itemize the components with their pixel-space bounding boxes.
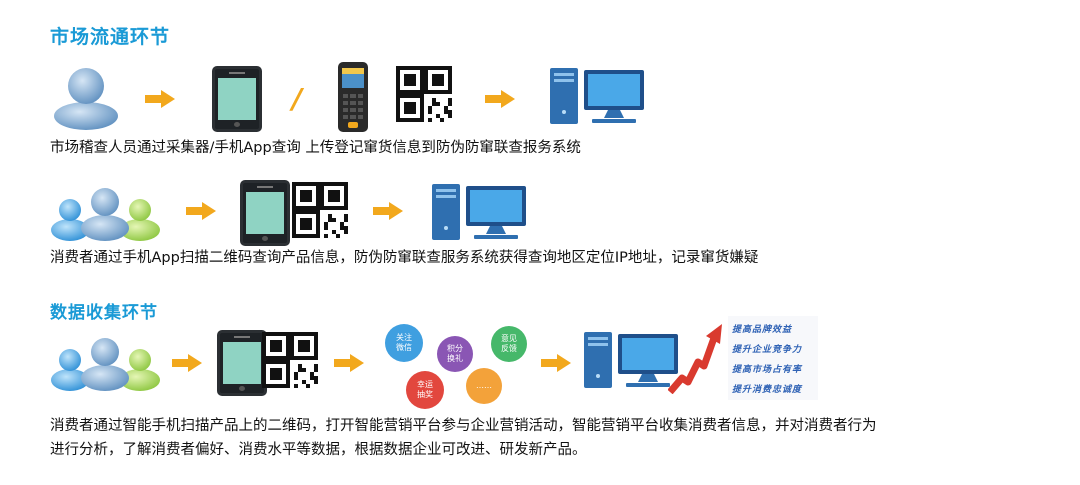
- arrow-right-icon: [541, 354, 571, 376]
- growth-labels-panel: 提高品牌效益 提升企业竞争力 提高市场占有率 提升消费忠诚度: [728, 316, 818, 400]
- arrow-right-icon: [334, 354, 364, 376]
- arrow-right-icon: [145, 90, 175, 112]
- row1-caption: 市场稽查人员通过采集器/手机App查询 上传登记窜货信息到防伪防窜联查报务系统: [50, 140, 581, 156]
- handheld-scanner-icon: [336, 62, 370, 132]
- qr-code-icon: [262, 332, 320, 396]
- arrow-right-icon: [373, 202, 403, 224]
- computer-icon: [430, 180, 535, 250]
- qr-code-icon: [292, 182, 350, 246]
- growth-label-1: 提高品牌效益: [732, 325, 793, 335]
- people-group-icon: [50, 330, 162, 392]
- row2-caption: 消费者通过手机App扫描二维码查询产品信息，防伪防窜联查服务系统获得查询地区定位…: [50, 250, 759, 266]
- arrow-right-icon: [485, 90, 515, 112]
- data-section-title: 数据收集环节: [50, 303, 158, 323]
- arrow-right-icon: [186, 202, 216, 224]
- market-section-title: 市场流通环节: [50, 26, 171, 48]
- tablet-icon: [217, 330, 267, 396]
- bubble-lucky-draw: 幸运 抽奖: [406, 371, 444, 409]
- growth-label-2: 提升企业竞争力: [732, 345, 803, 355]
- bubble-follow-wechat: 关注 微信: [385, 324, 423, 362]
- tablet-icon: [212, 66, 262, 132]
- tablet-icon: [240, 180, 290, 246]
- computer-icon: [548, 64, 653, 134]
- growth-label-3: 提高市场占有率: [732, 365, 803, 375]
- computer-icon: [582, 328, 687, 398]
- separator-slash: /: [292, 82, 303, 115]
- people-group-icon: [50, 180, 162, 242]
- row3-caption-line1: 消费者通过智能手机扫描产品上的二维码，打开智能营销平台参与企业营销活动，智能营销…: [50, 418, 877, 434]
- row3-caption-line2: 进行分析，了解消费者偏好、消费水平等数据，根据数据企业可改进、研发新产品。: [50, 442, 587, 458]
- bubble-more: ……: [466, 368, 502, 404]
- bubble-feedback: 意见 反馈: [491, 326, 527, 362]
- growth-label-4: 提升消费忠诚度: [732, 385, 803, 395]
- qr-code-icon: [396, 66, 454, 130]
- bubble-points-exchange: 积分 换礼: [437, 336, 473, 372]
- person-icon: [50, 62, 122, 130]
- arrow-right-icon: [172, 354, 202, 376]
- growth-chart-icon: [667, 320, 726, 398]
